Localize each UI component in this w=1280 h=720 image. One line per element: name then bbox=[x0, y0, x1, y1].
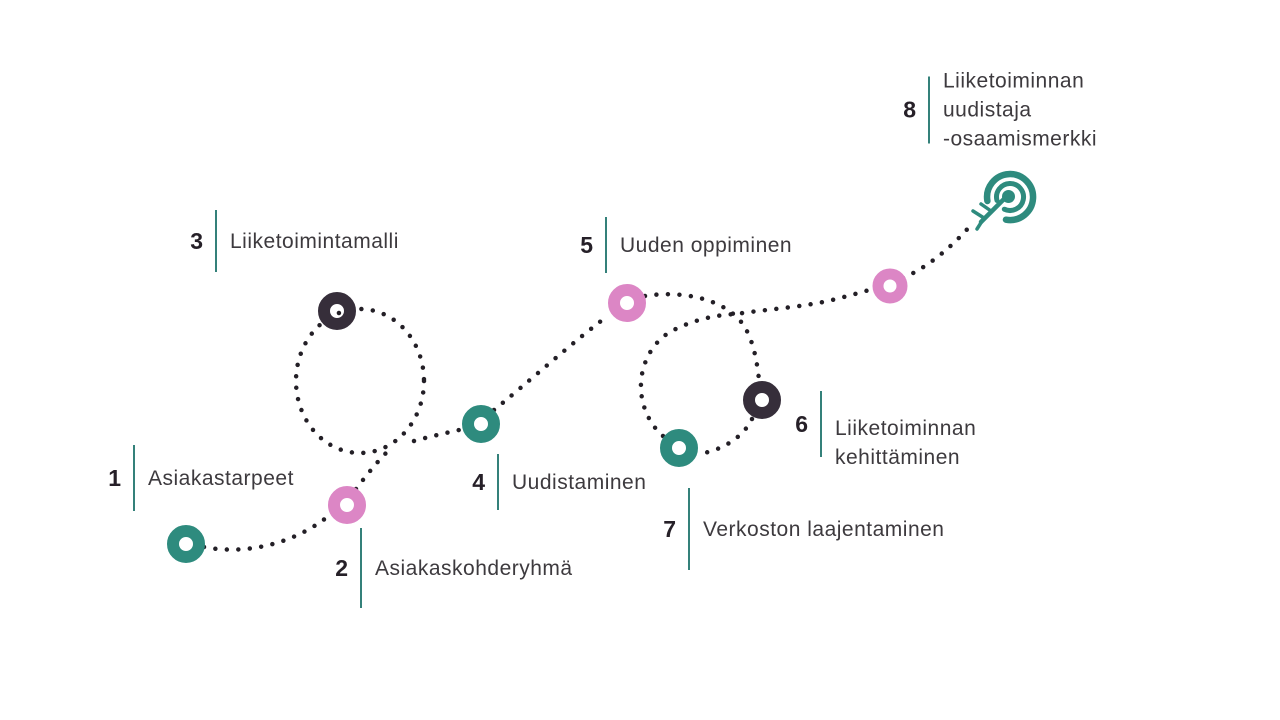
path-segment-5-6 bbox=[642, 291, 762, 383]
step-number: 3 bbox=[190, 227, 203, 254]
step-divider bbox=[688, 488, 690, 570]
step-6-marker bbox=[743, 381, 781, 419]
path-segment-7-8 bbox=[638, 285, 879, 439]
step-divider bbox=[215, 210, 217, 272]
step-number: 6 bbox=[795, 410, 808, 437]
target-inner-ring bbox=[994, 180, 1027, 213]
step-label: Verkoston laajentaminen bbox=[703, 517, 945, 541]
path-segment-1-2 bbox=[201, 510, 335, 552]
step-number: 1 bbox=[108, 464, 121, 491]
step-number: 8 bbox=[903, 96, 916, 123]
step-2-marker bbox=[328, 486, 366, 524]
step-divider bbox=[928, 76, 930, 144]
path-segment-loop-4 bbox=[411, 425, 471, 444]
target-arrow-icon bbox=[971, 170, 1037, 231]
path-segment-4-5 bbox=[491, 312, 612, 413]
step-1-marker bbox=[167, 525, 205, 563]
step-label: Liiketoiminnan uudistaja -osaamismerkki bbox=[943, 69, 1098, 151]
step-divider bbox=[360, 528, 362, 608]
arrow-fletching bbox=[971, 202, 993, 231]
step-item-6: 6 Liiketoiminnan kehittäminen bbox=[772, 391, 976, 469]
step-label: Asiakaskohderyhmä bbox=[375, 556, 573, 580]
step-item-8: 8 Liiketoiminnan uudistaja -osaamismerkk… bbox=[880, 67, 1097, 154]
step-item-3: 3 Liiketoimintamalli bbox=[167, 210, 399, 272]
step-label: Uuden oppiminen bbox=[620, 233, 793, 257]
path-segment-6-7 bbox=[701, 416, 755, 456]
step-number: 5 bbox=[580, 231, 593, 258]
step-4-marker bbox=[462, 405, 500, 443]
step-number: 7 bbox=[663, 515, 676, 542]
step-label: Liiketoiminnan kehittäminen bbox=[835, 417, 977, 469]
step-item-1: 1 Asiakastarpeet bbox=[85, 445, 294, 511]
step-7-marker bbox=[660, 429, 698, 467]
step-item-4: 4 Uudistaminen bbox=[449, 454, 646, 510]
step-5-marker bbox=[608, 284, 646, 322]
step-label: Asiakastarpeet bbox=[148, 466, 294, 490]
step-divider bbox=[820, 391, 822, 457]
step-item-2: 2 Asiakaskohderyhmä bbox=[312, 528, 573, 608]
path-loop-a bbox=[293, 306, 427, 456]
step-3-marker bbox=[318, 292, 356, 330]
step-8-marker bbox=[872, 268, 908, 304]
path-segment-8-goal bbox=[900, 222, 974, 281]
step-number: 4 bbox=[472, 468, 485, 495]
step-item-5: 5 Uuden oppiminen bbox=[557, 217, 792, 273]
step-divider bbox=[605, 217, 607, 273]
path-segment-2-loop bbox=[353, 448, 391, 492]
step-item-7: 7 Verkoston laajentaminen bbox=[640, 488, 945, 570]
step-label: Uudistaminen bbox=[512, 470, 647, 494]
step-number: 2 bbox=[335, 554, 348, 581]
step-label: Liiketoimintamalli bbox=[230, 229, 399, 253]
target-outer-ring bbox=[983, 170, 1037, 224]
step-divider bbox=[133, 445, 135, 511]
step-divider bbox=[497, 454, 499, 510]
